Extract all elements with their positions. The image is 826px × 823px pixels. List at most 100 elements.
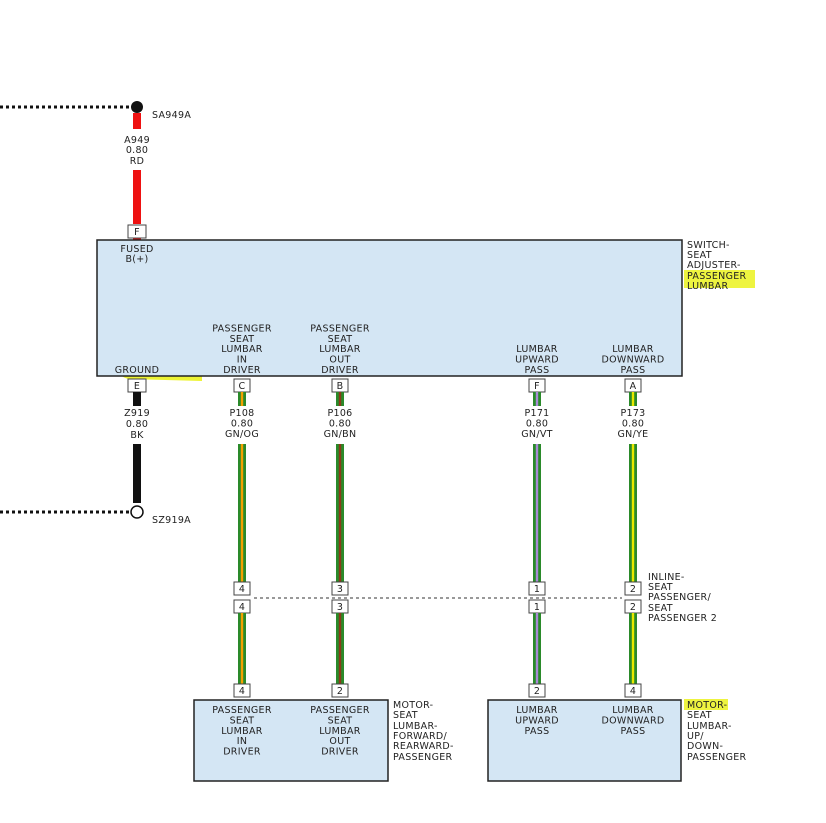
wire-p108-lower-stripe: [240, 613, 244, 684]
output-circuits: PASSENGERSEATLUMBARINDRIVERCP1080.80GN/O…: [212, 323, 664, 757]
motor2-name-line: SEAT: [687, 710, 712, 721]
switch-output-label-3: DOWNWARD: [602, 355, 665, 366]
motor2-label-1: DOWNWARD: [602, 715, 665, 726]
switch-name-line: LUMBAR: [687, 281, 728, 292]
inline-pin-top-3-box: [331, 581, 349, 596]
wire-p171-stub-stripe: [535, 392, 539, 406]
inline-pin-top-1-label: 1: [534, 584, 540, 595]
motor1-name-line: LUMBAR-: [393, 721, 438, 732]
switch-name-line: SWITCH-: [687, 240, 730, 251]
inline-pin-top-2-label: 2: [630, 584, 636, 595]
splice-label-bottom: SZ919A: [152, 515, 191, 526]
motor1-name: MOTOR- SEAT LUMBAR- FORWARD/ REARWARD- P…: [393, 700, 454, 763]
switch-output-label-0: LUMBAR: [221, 344, 262, 355]
wire-p171-label: GN/VT: [521, 429, 552, 440]
wire-p108-stripe: [240, 444, 244, 582]
motor2-name-line: PASSENGER: [687, 752, 747, 763]
highlight-passenger: [684, 270, 755, 288]
motor-box-forward-rearward: [193, 699, 389, 782]
wire-fused-id: A949: [124, 135, 150, 146]
wire-p171-lower-stripe: [535, 613, 539, 684]
fused-label-b: B(+): [125, 254, 148, 265]
pin-box-f: [127, 224, 147, 239]
motor2-name: MOTOR- SEAT LUMBAR- UP/ DOWN- PASSENGER: [687, 700, 747, 763]
wire-p171-stripe: [535, 444, 539, 582]
wire-p171-label: P171: [524, 408, 549, 419]
inline-pin-bottom-4-label: 4: [239, 602, 245, 613]
wire-p171-label: 0.80: [526, 419, 548, 430]
inline-name-line: PASSENGER 2: [648, 613, 717, 624]
splice-point-bottom: [130, 505, 144, 519]
switch-output-label-2: UPWARD: [515, 355, 559, 366]
wire-p106-stripe: [338, 444, 342, 582]
switch-output-label-1: OUT: [329, 355, 350, 366]
motor1-label-0: IN: [237, 736, 248, 747]
motor-pin-4-box: [624, 683, 642, 698]
highlight-motor: [684, 699, 728, 710]
switch-pin-a-label: A: [630, 381, 637, 392]
wire-ground-stub: [133, 392, 141, 406]
inline-pin-top-3-label: 3: [337, 584, 343, 595]
motor2-label-0: PASS: [525, 726, 550, 737]
motor-pin-2-label: 2: [337, 686, 343, 697]
motor2-label-1: PASS: [621, 726, 646, 737]
switch-output-label-0: SEAT: [230, 334, 255, 345]
inline-pin-top-4-box: [233, 581, 251, 596]
ground-label: GROUND: [115, 365, 160, 376]
wire-p108-label: 0.80: [231, 419, 253, 430]
inline-connector-name: INLINE- SEAT PASSENGER/ SEAT PASSENGER 2: [648, 572, 717, 624]
wire-ground-id: Z919: [124, 408, 150, 419]
inline-name-line: SEAT: [648, 603, 673, 614]
switch-output-label-2: LUMBAR: [516, 344, 557, 355]
wire-ground-gauge: 0.80: [126, 419, 148, 430]
wire-p173-stub-stripe: [631, 392, 635, 406]
inline-pin-top-4-label: 4: [239, 584, 245, 595]
pin-label-f: F: [134, 227, 140, 238]
motor1-label-1: DRIVER: [321, 747, 359, 758]
motor1-label-0: SEAT: [230, 715, 255, 726]
motor1-label-1: LUMBAR: [319, 726, 360, 737]
motor1-name-line: PASSENGER: [393, 752, 453, 763]
motor-box-up-down: [487, 699, 682, 782]
motor1-name-line: FORWARD/: [393, 731, 448, 742]
switch-name-line: ADJUSTER-: [687, 260, 741, 271]
motor1-label-1: SEAT: [328, 715, 353, 726]
wire-p108-label: P108: [229, 408, 254, 419]
motor1-name-line: SEAT: [393, 710, 418, 721]
wire-fused-stub: [133, 113, 141, 129]
wire-fused-gauge: 0.80: [126, 145, 148, 156]
motor1-label-1: PASSENGER: [310, 705, 370, 716]
motor1-label-0: LUMBAR: [221, 726, 262, 737]
wire-p108-label: GN/OG: [225, 429, 259, 440]
motor-pin-4-label: 4: [630, 686, 636, 697]
switch-pin-c-label: C: [239, 381, 246, 392]
wire-p173-label: 0.80: [622, 419, 644, 430]
motor2-label-0: UPWARD: [515, 715, 559, 726]
switch-output-label-3: LUMBAR: [612, 344, 653, 355]
wire-p106-label: GN/BN: [324, 429, 357, 440]
switch-name-line: PASSENGER: [687, 271, 747, 282]
wire-p108-stub-stripe: [240, 392, 244, 406]
switch-name-line: SEAT: [687, 250, 712, 261]
motor2-name-line: MOTOR-: [687, 700, 727, 711]
wire-p173-stripe: [631, 444, 635, 582]
motor2-name-line: DOWN-: [687, 741, 723, 752]
wire-p173-label: P173: [620, 408, 645, 419]
wire-fused: [133, 170, 141, 224]
splice-point-top: [131, 101, 143, 113]
switch-output-label-1: LUMBAR: [319, 344, 360, 355]
inline-pin-bottom-1-label: 1: [534, 602, 540, 613]
switch-box: [96, 239, 683, 377]
motor1-label-1: OUT: [329, 736, 350, 747]
motor-pin-2-label: 2: [534, 686, 540, 697]
switch-output-label-2: PASS: [525, 365, 550, 376]
inline-name-line: PASSENGER/: [648, 592, 711, 603]
inline-name-line: INLINE-: [648, 572, 685, 583]
wire-p106-stub-stripe: [338, 392, 342, 406]
switch-output-label-1: SEAT: [328, 334, 353, 345]
motor1-name-line: REARWARD-: [393, 741, 454, 752]
wire-p106-label: P106: [327, 408, 352, 419]
wire-p173-label: GN/YE: [618, 429, 649, 440]
motor-pin-4-box: [233, 683, 251, 698]
